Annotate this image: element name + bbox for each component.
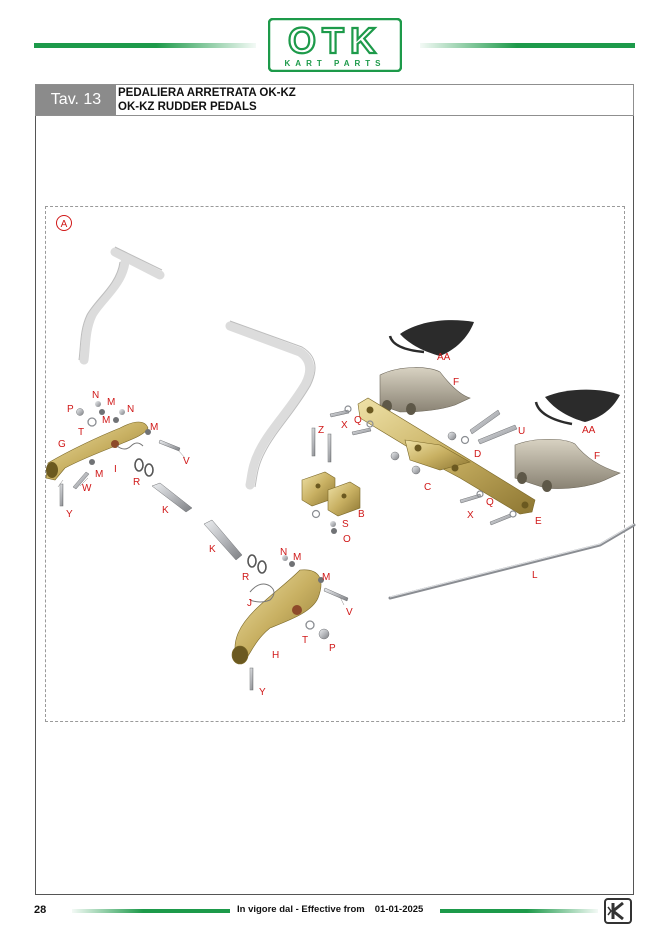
part-label: N xyxy=(92,390,99,401)
pedal-pad-aa-top xyxy=(388,320,474,356)
assembly-a-frame xyxy=(45,206,625,722)
part-label: M xyxy=(322,572,330,583)
part-label: E xyxy=(535,516,542,527)
part-label: N xyxy=(127,404,134,415)
section-marker-letter: A xyxy=(61,219,68,230)
part-label: M xyxy=(95,469,103,480)
part-label: T xyxy=(78,427,84,438)
part-label: K xyxy=(162,505,169,516)
part-label: U xyxy=(518,426,525,437)
title-italian: PEDALIERA ARRETRATA OK-KZ xyxy=(118,87,296,99)
part-label: S xyxy=(342,519,349,530)
part-label: R xyxy=(242,572,249,583)
part-label: P xyxy=(67,404,74,415)
part-label: J xyxy=(247,598,252,609)
part-label: X xyxy=(341,420,348,431)
part-label: AA xyxy=(582,425,596,436)
footer-rule-left xyxy=(72,909,230,913)
part-label: M xyxy=(102,415,110,426)
mount-blocks-b xyxy=(301,471,361,517)
part-label: F xyxy=(594,451,600,462)
part-label: P xyxy=(329,643,336,654)
part-label: D xyxy=(474,449,481,460)
pedal-lever-h xyxy=(231,569,322,665)
part-label: T xyxy=(302,635,308,646)
section-marker: A xyxy=(56,215,72,231)
logo-brand: OTK xyxy=(288,20,382,61)
content-frame xyxy=(35,116,634,895)
part-label: M xyxy=(107,397,115,408)
part-label: R xyxy=(133,477,140,488)
part-labels: AA F AA F P N M N M G T M I V M W R K Y … xyxy=(58,352,600,698)
part-label: I xyxy=(114,464,117,475)
part-label: M xyxy=(150,422,158,433)
otk-k-logo-icon xyxy=(604,898,632,924)
title-english: OK-KZ RUDDER PEDALS xyxy=(118,101,257,113)
part-label: Y xyxy=(259,687,266,698)
leader-lines xyxy=(57,449,345,606)
part-label: B xyxy=(358,509,365,520)
part-label: K xyxy=(209,544,216,555)
bolts-and-pins xyxy=(59,409,518,691)
part-label: H xyxy=(272,650,279,661)
ghost-pedal-arm-center-edge xyxy=(229,320,316,488)
part-label: C xyxy=(424,482,431,493)
table-title-bar: Tav. 13 PEDALIERA ARRETRATA OK-KZ OK-KZ … xyxy=(35,84,634,116)
part-label: V xyxy=(183,456,190,467)
part-label: F xyxy=(453,377,459,388)
part-label: M xyxy=(293,552,301,563)
footer-date: 01-01-2025 xyxy=(374,904,424,915)
part-label: Q xyxy=(354,415,362,426)
logo-sub: KART PARTS xyxy=(285,59,386,68)
header-rule-left xyxy=(34,43,256,48)
footer-label: In vigore dal - Effective from xyxy=(237,904,365,915)
otk-logo: OTK KART PARTS xyxy=(268,18,402,72)
part-label: Q xyxy=(486,497,494,508)
part-label: X xyxy=(467,510,474,521)
part-label: O xyxy=(343,534,351,545)
part-label: Y xyxy=(66,509,73,520)
pedal-bracket-frame xyxy=(357,397,536,515)
footer-rule-right xyxy=(440,909,598,913)
part-label: AA xyxy=(437,352,451,363)
table-number: Tav. 13 xyxy=(36,85,116,115)
part-label: N xyxy=(280,547,287,558)
pedal-pad-aa-right xyxy=(534,389,620,426)
part-label: G xyxy=(58,439,66,450)
pedal-lever-g xyxy=(45,421,149,481)
ghost-pedal-arm-left-edge xyxy=(78,246,163,361)
pedal-plate-f-right xyxy=(514,438,621,492)
nuts-washers-springs xyxy=(76,401,517,640)
part-label: L xyxy=(532,570,538,581)
footer-effective: In vigore dal - Effective from 01-01-2025 xyxy=(237,904,423,915)
part-label: V xyxy=(346,607,353,618)
ghost-pedal-arm-left xyxy=(79,247,165,365)
part-label: W xyxy=(82,483,92,494)
ghost-pedal-arm-center xyxy=(225,321,315,490)
table-title: PEDALIERA ARRETRATA OK-KZ OK-KZ RUDDER P… xyxy=(118,86,296,114)
part-label: Z xyxy=(318,425,324,436)
pedal-rod-l xyxy=(388,523,636,600)
pedal-plate-f-top xyxy=(379,367,471,415)
header-rule-right xyxy=(420,43,635,48)
page-number: 28 xyxy=(34,904,47,916)
